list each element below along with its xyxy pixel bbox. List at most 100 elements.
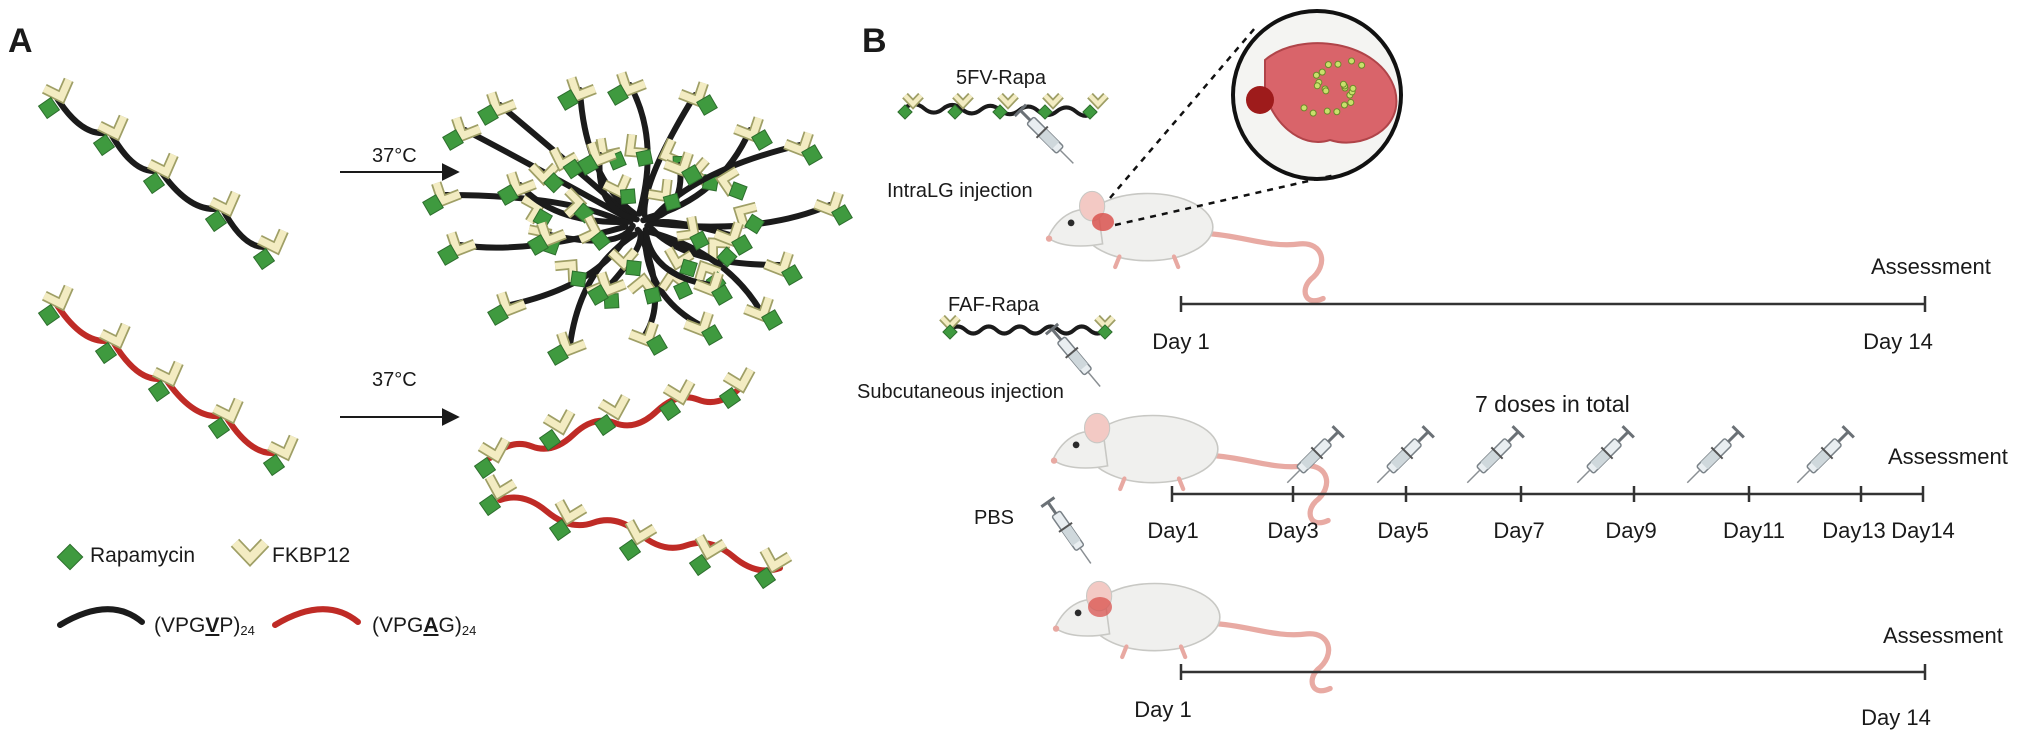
rapamycin-diamond — [422, 194, 444, 216]
group1-day-label: Day 1 — [1152, 329, 1210, 354]
rapamycin-diamond — [262, 453, 286, 477]
zoom-particle — [1333, 108, 1341, 116]
syringe-group1 — [1013, 103, 1074, 164]
rapamycin-diamond — [761, 309, 783, 331]
zoom-particle — [1339, 80, 1347, 88]
rapamycin-diamond — [587, 284, 609, 306]
group3-assessment-label: Assessment — [1883, 623, 2003, 648]
rapamycin-diamond — [831, 204, 853, 226]
rapamycin-diamond — [487, 304, 509, 326]
group1-route-label: IntraLG injection — [887, 180, 1033, 202]
zoom-particle — [1348, 57, 1356, 65]
rapamycin-diamond — [538, 428, 562, 452]
rapamycin-diamond — [607, 84, 629, 106]
dose-syringe-icon — [1576, 425, 1635, 484]
construct-faf-rapa — [948, 324, 1107, 336]
mouse-group3 — [1052, 580, 1333, 694]
group2-day-label: Day14 — [1891, 518, 1955, 543]
rapamycin-diamond — [204, 209, 228, 233]
rapamycin-diamond — [557, 89, 579, 111]
rapamycin-diamond — [753, 566, 777, 590]
group2-day-label: Day11 — [1723, 518, 1785, 543]
mouse-nose — [1045, 235, 1053, 242]
rapamycin-diamond — [681, 164, 703, 186]
group1-day-label: Day 14 — [1863, 329, 1933, 354]
group2-construct-label: FAF-Rapa — [948, 294, 1040, 316]
group2-day-label: Day1 — [1147, 518, 1199, 543]
rapamycin-diamond — [1097, 324, 1113, 340]
mouse-eye-region — [1088, 597, 1112, 617]
rapamycin-diamond — [1037, 104, 1053, 120]
mouse-group1 — [1045, 190, 1326, 304]
dose-syringe-icon — [1376, 425, 1435, 484]
micelle-polymer-arm — [607, 226, 644, 288]
rapamycin-diamond — [527, 234, 549, 256]
rapamycin-diamond — [701, 324, 723, 346]
rapamycin-diamond — [696, 94, 718, 116]
rapamycin-diamond — [589, 229, 612, 252]
timeline-layer — [1170, 296, 1927, 680]
rapamycin-diamond — [207, 416, 231, 440]
rapamycin-diamond — [781, 264, 803, 286]
rapamycin-diamond — [673, 280, 693, 300]
rapamycin-diamond — [618, 538, 642, 562]
mouse-feet — [1120, 644, 1188, 660]
rapamycin-diamond — [635, 149, 654, 167]
rapamycin-diamond — [688, 553, 712, 577]
rapamycin-diamond — [662, 192, 682, 212]
zoom-eye — [1246, 86, 1274, 114]
micelle-polymer-arm — [641, 92, 698, 218]
zoom-particle — [1323, 107, 1331, 115]
rapamycin-diamond — [751, 129, 773, 151]
arrow-layer — [340, 163, 460, 426]
group3-day-label: Day 1 — [1134, 697, 1192, 722]
arrow-top-label: 37°C — [372, 145, 417, 167]
arrow-bottom-label: 37°C — [372, 369, 417, 391]
zoom-particle — [1309, 109, 1317, 117]
rapamycin-diamond — [619, 188, 637, 205]
panel-label-b: B — [862, 22, 887, 60]
rapamycin-diamond — [992, 104, 1008, 120]
rapamycin-diamond — [142, 171, 166, 195]
group1-assessment-label: Assessment — [1871, 254, 1991, 279]
aggregate-polymer-a-chain — [487, 385, 743, 461]
legend-rapamycin-label: Rapamycin — [90, 544, 196, 567]
rapamycin-diamond — [897, 104, 913, 120]
group2-doses-label: 7 doses in total — [1475, 391, 1630, 417]
mouse-ear — [1083, 412, 1111, 444]
dose-syringe-icon — [1286, 425, 1345, 484]
mouse-eye — [1072, 441, 1080, 449]
rapamycin-diamond — [577, 154, 599, 176]
rapamycin-diamond — [711, 284, 733, 306]
legend-polymer-v-line — [57, 606, 145, 628]
zoom-particle — [1347, 98, 1355, 106]
rapamycin-diamond — [744, 213, 765, 235]
rapamycin-diamond — [37, 96, 61, 120]
group2-day-label: Day7 — [1493, 518, 1545, 543]
legend-fkbp12-label: FKBP12 — [272, 544, 351, 567]
group1-construct-label: 5FV-Rapa — [956, 67, 1047, 89]
group3-day-label: Day 14 — [1861, 705, 1931, 730]
zoom-guide-line — [1109, 27, 1256, 199]
polymer-layer — [37, 71, 853, 628]
syringe-group3 — [1040, 496, 1092, 564]
zoom-particle — [1340, 101, 1348, 109]
group2-day-label: Day9 — [1605, 518, 1657, 543]
zoom-particle — [1324, 61, 1332, 69]
rapamycin-diamond — [570, 270, 587, 288]
rapamycin-diamond — [801, 144, 823, 166]
mouse-eye — [1074, 609, 1082, 617]
dose-syringe-icon — [1466, 425, 1525, 484]
syringe-group2 — [1044, 322, 1101, 387]
rapamycin-diamond — [1082, 104, 1098, 120]
rapamycin-diamond — [718, 386, 742, 410]
rapamycin-diamond — [716, 246, 738, 268]
mouse-eye — [1067, 219, 1075, 227]
mouse-nose — [1052, 625, 1060, 632]
micelle-polymer-arm — [649, 142, 803, 222]
rapamycin-diamond — [947, 104, 963, 120]
zoom-guide-line — [1114, 173, 1336, 227]
rapamycin-diamond — [679, 258, 698, 278]
